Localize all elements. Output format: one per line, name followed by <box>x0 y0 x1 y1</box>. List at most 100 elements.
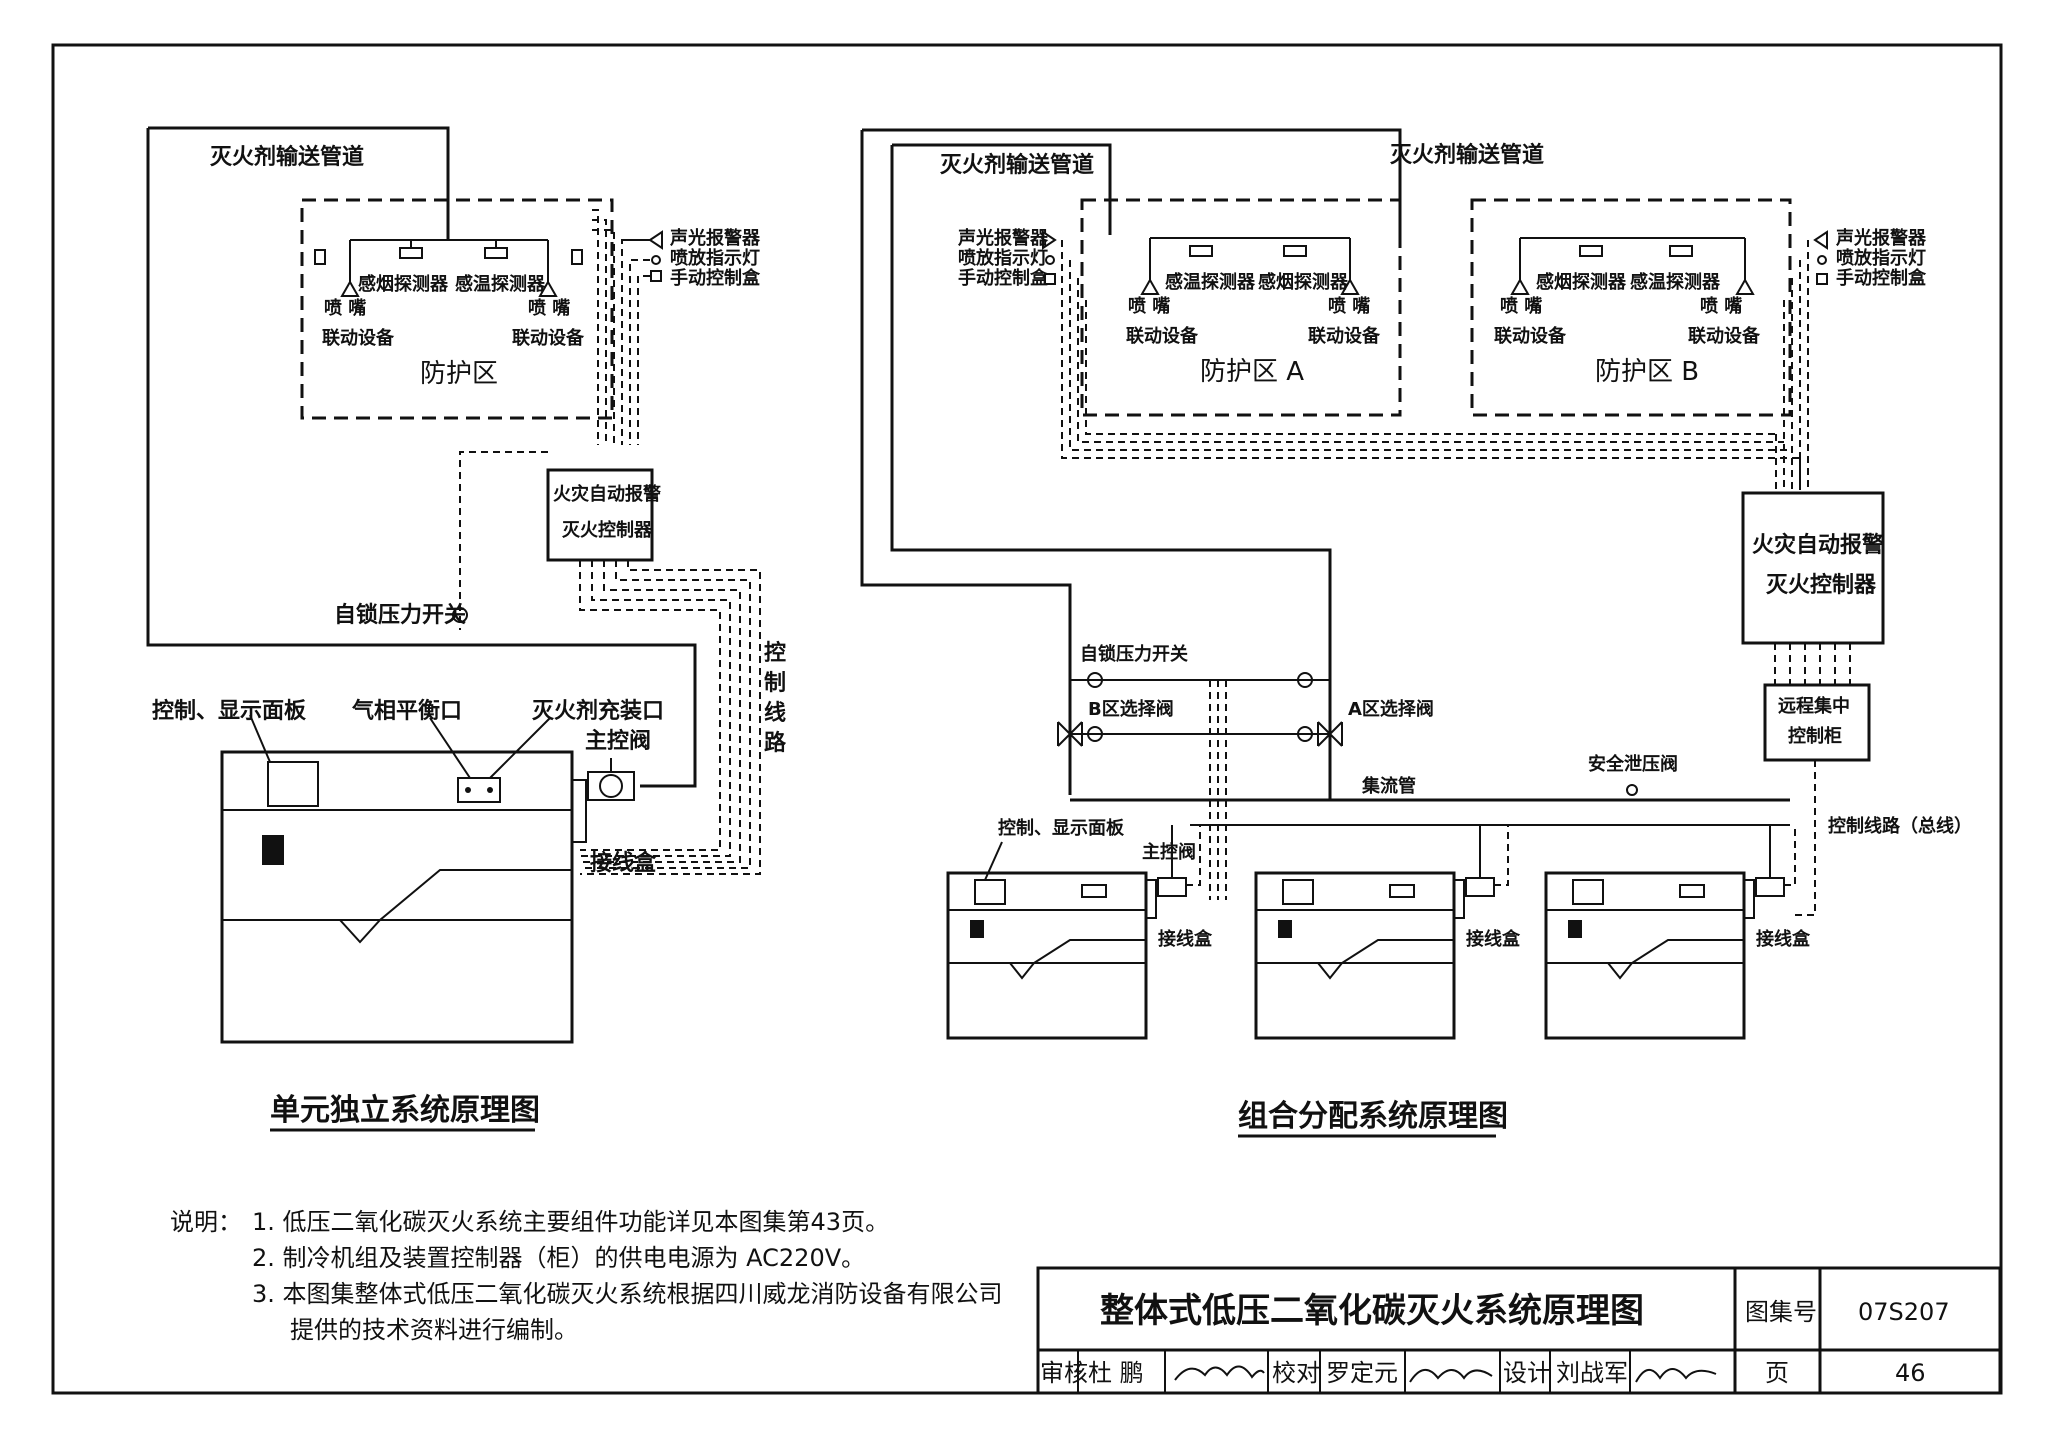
selector-valve-a-icon <box>1317 721 1343 747</box>
svg-text:杜 鹏: 杜 鹏 <box>1088 1359 1144 1387</box>
nozzle-icon <box>1735 277 1755 295</box>
pipe-label-b: 灭火剂输送管道 <box>1390 142 1544 168</box>
svg-text:声光报警器: 声光报警器 <box>669 227 761 249</box>
control-wiring: 声光报警器 喷放指示灯 手动控制盒 <box>592 209 761 445</box>
svg-text:感温探测器: 感温探测器 <box>455 273 546 295</box>
linkage-device-icon <box>571 249 583 265</box>
control-wiring-bundle <box>1061 240 1809 490</box>
svg-text:主控阀: 主控阀 <box>1142 841 1196 863</box>
alarm-icon <box>1042 230 1057 250</box>
main-valve-label: 主控阀 <box>585 728 651 754</box>
svg-text:灭火控制器: 灭火控制器 <box>1766 572 1877 598</box>
balance-port-label: 气相平衡口 <box>351 698 462 724</box>
unit-system-caption: 单元独立系统原理图 <box>270 1093 540 1128</box>
svg-text:喷 嘴: 喷 嘴 <box>1128 296 1170 317</box>
pressure-switch-icon <box>452 607 468 623</box>
svg-text:手动控制盒: 手动控制盒 <box>1836 267 1927 289</box>
junction-box-label: 接线盒 <box>590 850 657 876</box>
pipe-label: 灭火剂输送管道 <box>210 144 364 170</box>
svg-text:安全泄压阀: 安全泄压阀 <box>1588 753 1678 775</box>
main-valve-icon <box>587 771 635 801</box>
svg-text:喷 嘴: 喷 嘴 <box>1700 296 1742 317</box>
remote-control-cabinet <box>1763 683 1871 762</box>
fire-alarm-controller <box>546 468 654 562</box>
indicator-lamp-icon <box>651 255 661 265</box>
svg-text:声光报警器: 声光报警器 <box>1835 227 1927 249</box>
svg-text:页: 页 <box>1765 1359 1789 1387</box>
zone-label: 防护区 <box>420 359 498 389</box>
svg-text:自锁压力开关: 自锁压力开关 <box>1080 643 1188 665</box>
svg-text:罗定元: 罗定元 <box>1326 1359 1398 1387</box>
svg-text:B区选择阀: B区选择阀 <box>1088 698 1174 720</box>
main-valve-icon <box>1157 877 1187 897</box>
svg-text:喷放指示灯: 喷放指示灯 <box>958 247 1048 269</box>
svg-text:喷 嘴: 喷 嘴 <box>1328 296 1370 317</box>
svg-text:说明：: 说明： <box>170 1208 242 1236</box>
svg-text:联动设备: 联动设备 <box>1494 325 1567 347</box>
manual-control-box-icon <box>1816 273 1828 285</box>
panel-label: 控制、显示面板 <box>152 698 307 724</box>
svg-text:接线盒: 接线盒 <box>1756 928 1811 950</box>
svg-text:接线盒: 接线盒 <box>1466 928 1521 950</box>
smoke-detector-icon <box>1189 245 1213 257</box>
svg-text:1. 低压二氧化碳灭火系统主要组件功能详见本图集第43页。: 1. 低压二氧化碳灭火系统主要组件功能详见本图集第43页。 <box>252 1208 889 1236</box>
alarm-icon <box>1813 230 1828 250</box>
svg-text:声光报警器: 声光报警器 <box>957 227 1049 249</box>
svg-text:远程集中: 远程集中 <box>1778 695 1850 717</box>
nozzle-icon <box>1340 277 1360 295</box>
storage-unit <box>220 750 574 1044</box>
svg-text:火灾自动报警: 火灾自动报警 <box>1752 532 1884 558</box>
pressure-switch-icon <box>1297 672 1313 688</box>
svg-text:联动设备: 联动设备 <box>1308 325 1381 347</box>
pressure-switch-icon <box>1087 672 1103 688</box>
indicator-lamp-icon <box>1817 255 1827 265</box>
heat-detector-icon <box>1669 245 1693 257</box>
svg-text:喷放指示灯: 喷放指示灯 <box>670 247 760 269</box>
smoke-detector-icon <box>399 247 423 259</box>
svg-text:校对: 校对 <box>1272 1359 1320 1387</box>
manual-control-box-icon <box>1044 273 1056 285</box>
unit-system-diagram: 灭火剂输送管道 感烟探测器 感温探测器 喷 嘴 喷 嘴 联动设备 联动设备 防护… <box>146 126 787 1132</box>
nozzle-icon <box>340 279 360 297</box>
protection-zone-a <box>1080 198 1402 417</box>
page-number: 46 <box>1895 1359 1926 1387</box>
svg-text:喷 嘴: 喷 嘴 <box>324 298 366 319</box>
checker-signature <box>1409 1369 1493 1383</box>
atlas-number: 07S207 <box>1858 1298 1950 1326</box>
svg-text:感温探测器: 感温探测器 <box>1630 271 1721 293</box>
heat-detector-icon <box>1283 245 1307 257</box>
svg-text:手动控制盒: 手动控制盒 <box>670 267 761 289</box>
protection-zone-b <box>1470 198 1792 417</box>
svg-text:联动设备: 联动设备 <box>322 327 395 349</box>
svg-text:控制、显示面板: 控制、显示面板 <box>998 817 1125 839</box>
nozzle-icon <box>1140 277 1160 295</box>
svg-text:联动设备: 联动设备 <box>512 327 585 349</box>
svg-text:审核: 审核 <box>1040 1359 1088 1387</box>
svg-text:A区选择阀: A区选择阀 <box>1348 698 1434 720</box>
svg-text:接线盒: 接线盒 <box>1158 928 1213 950</box>
svg-text:联动设备: 联动设备 <box>1688 325 1761 347</box>
status-light <box>262 835 284 865</box>
combined-system-caption: 组合分配系统原理图 <box>1238 1099 1508 1134</box>
zone-a-label: 防护区 A <box>1200 357 1304 387</box>
control-line-label: 控制线路 <box>764 640 787 756</box>
svg-text:自锁压力开关: 自锁压力开关 <box>334 602 466 628</box>
svg-text:感烟探测器: 感烟探测器 <box>358 273 449 295</box>
svg-text:喷放指示灯: 喷放指示灯 <box>1836 247 1926 269</box>
linkage-device-icon <box>314 249 326 265</box>
nozzle-icon <box>538 279 558 297</box>
control-display-panel <box>267 761 319 807</box>
protection-zone <box>300 198 614 420</box>
svg-text:联动设备: 联动设备 <box>1126 325 1199 347</box>
svg-text:图集号: 图集号 <box>1745 1298 1817 1326</box>
notes: 说明： 1. 低压二氧化碳灭火系统主要组件功能详见本图集第43页。 2. 制冷机… <box>170 1208 1003 1344</box>
svg-text:3. 本图集整体式低压二氧化碳灭火系统根据四川威龙消防设备: 3. 本图集整体式低压二氧化碳灭火系统根据四川威龙消防设备有限公司 <box>252 1280 1003 1308</box>
relief-valve-icon <box>1626 784 1638 796</box>
balance-port <box>457 777 501 803</box>
svg-text:喷 嘴: 喷 嘴 <box>1500 296 1542 317</box>
svg-text:控制柜: 控制柜 <box>1788 725 1842 747</box>
svg-text:喷 嘴: 喷 嘴 <box>528 298 570 319</box>
smoke-detector-icon <box>1579 245 1603 257</box>
main-valve-icon <box>1465 877 1495 897</box>
